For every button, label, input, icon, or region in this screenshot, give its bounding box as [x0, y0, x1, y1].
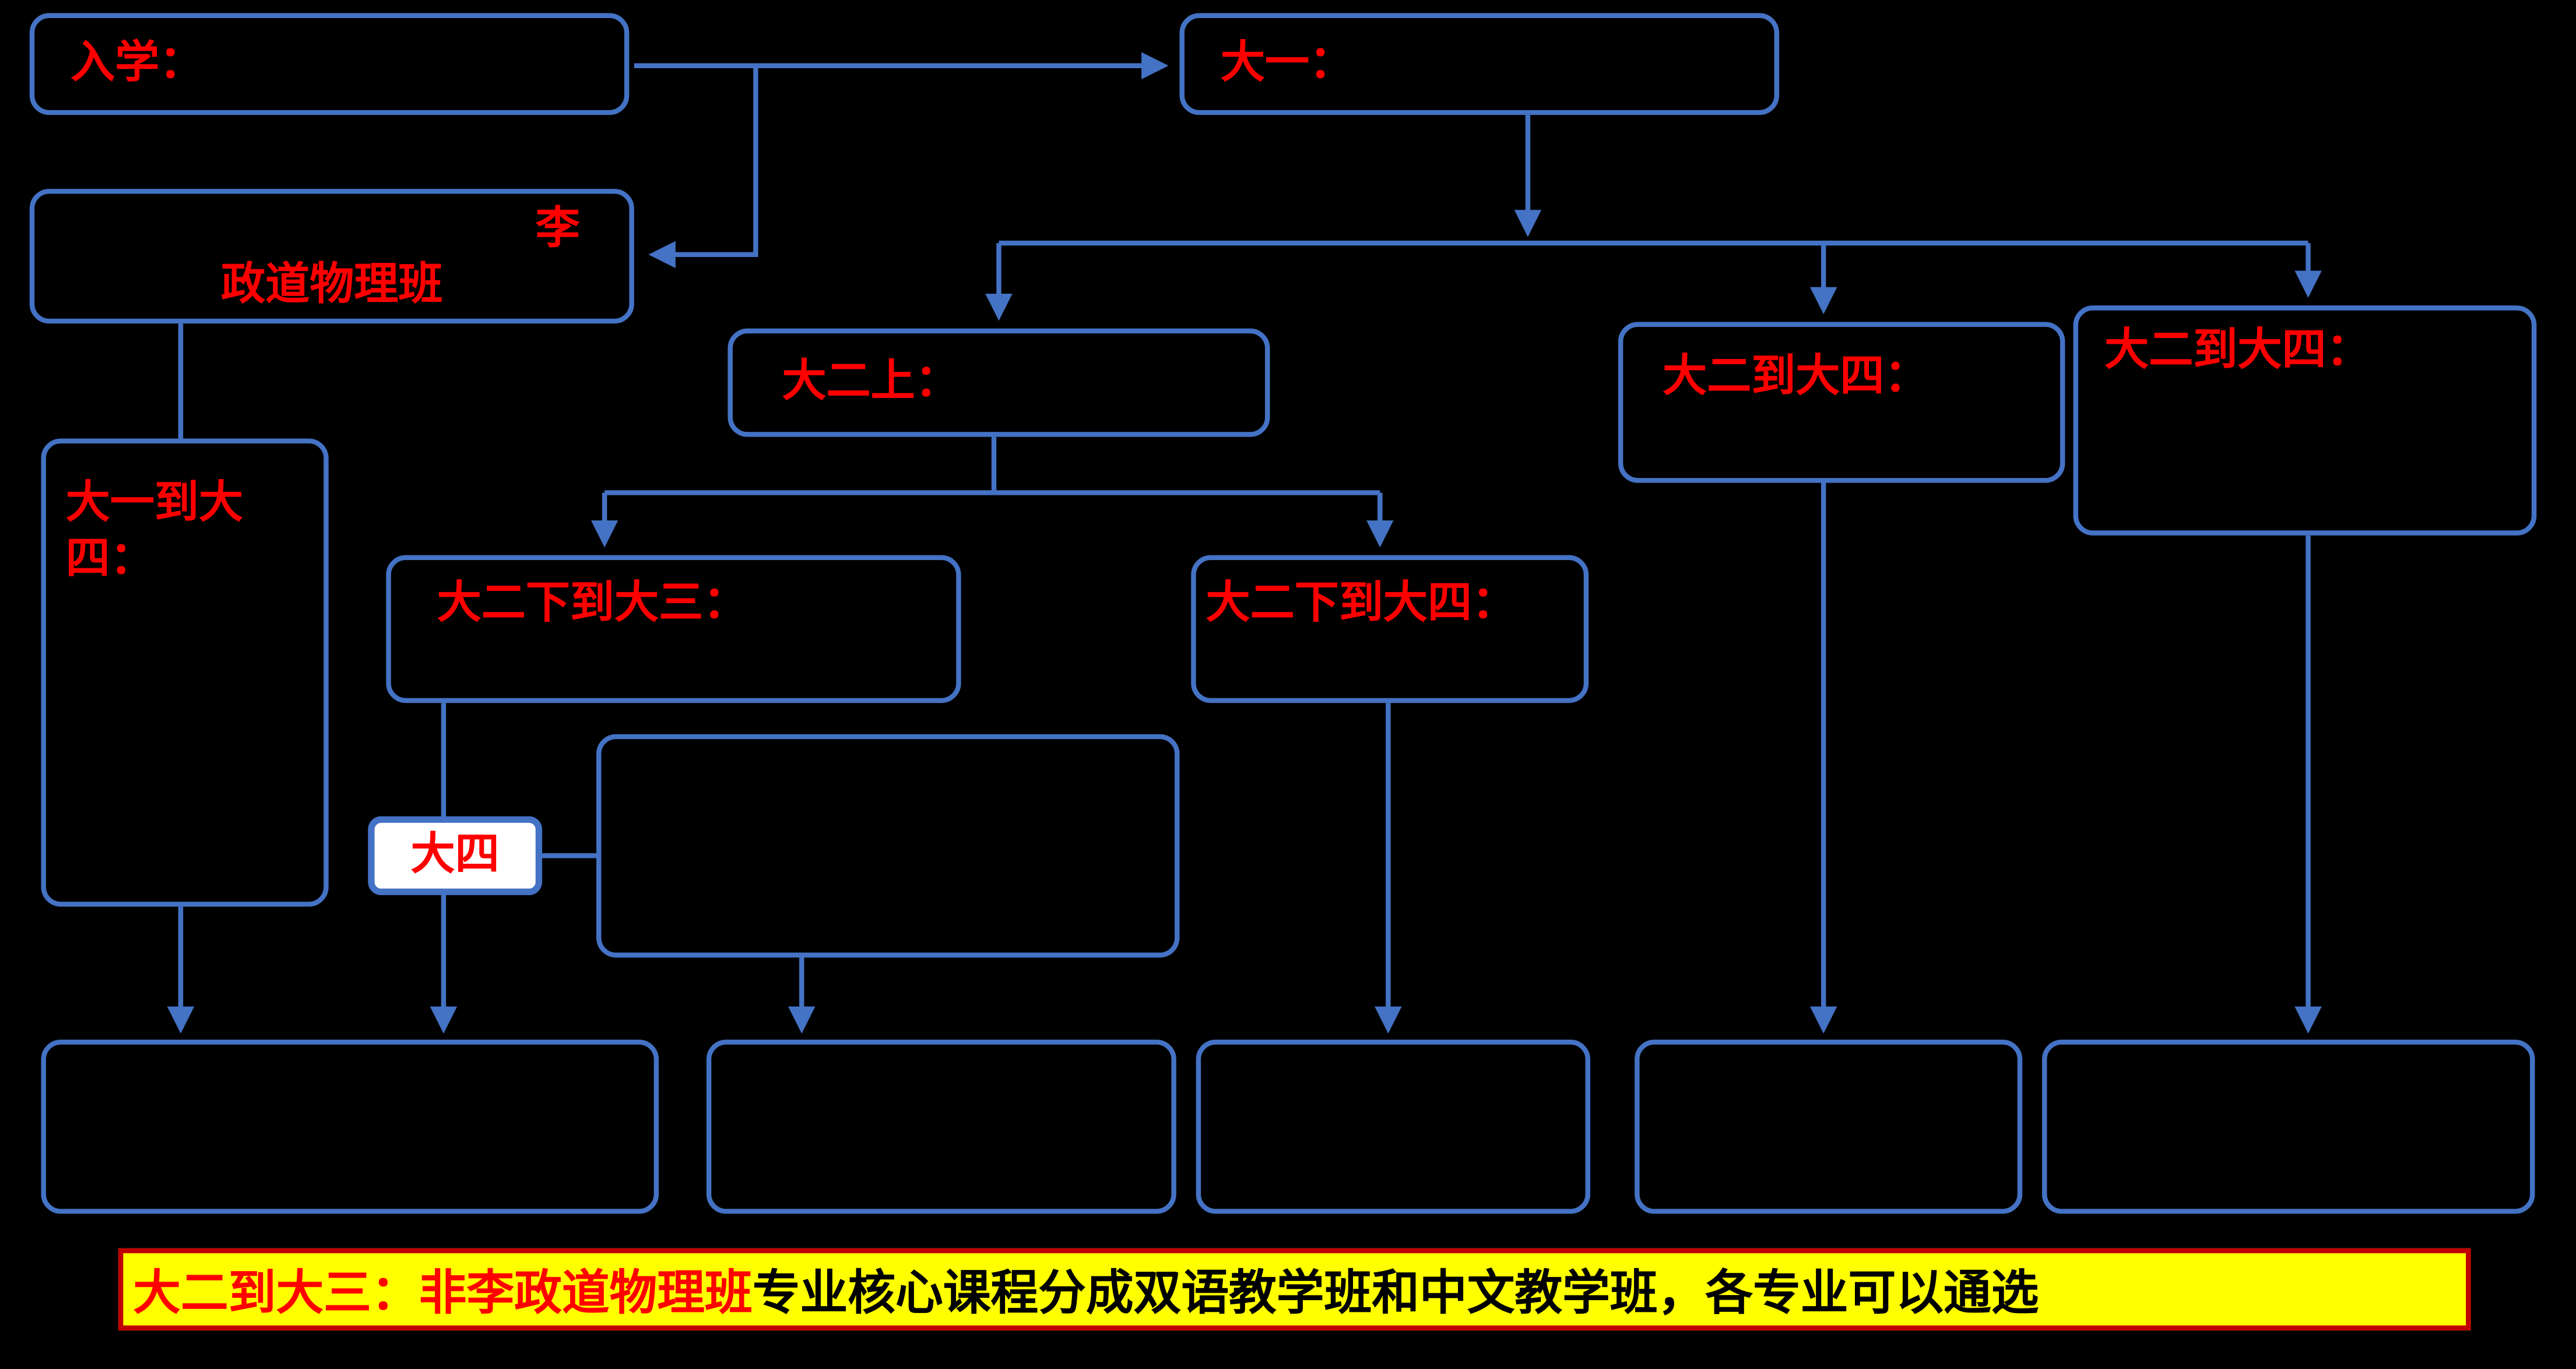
node-li-class-line1: 李	[535, 203, 580, 255]
node-year1: 大一：	[1179, 13, 1780, 115]
node-li-class-line2: 政道物理班	[221, 259, 443, 310]
node-enroll: 入学：	[29, 13, 630, 115]
node-year2-spring-to-4-label: 大二下到大四：	[1206, 578, 1517, 629]
node-year1-to-4: 大一到大四：	[41, 438, 329, 907]
node-year2-to-4-right-label: 大二到大四：	[2104, 325, 2371, 376]
outcome-box-2	[706, 1039, 1176, 1214]
node-enroll-label: 入学：	[71, 38, 204, 89]
outcome-box-5	[2042, 1039, 2535, 1214]
node-year2-to-4-right: 大二到大四：	[2073, 305, 2537, 536]
note-banner: 大二到大三：非李政道物理班专业核心课程分成双语教学班和中文教学班，各专业可以通选	[118, 1248, 2471, 1331]
node-year2-spring-to-3-label: 大二下到大三：	[437, 578, 748, 629]
node-year2-to-4-left: 大二到大四：	[1618, 322, 2065, 483]
node-year2-spring-to-4: 大二下到大四：	[1191, 555, 1589, 703]
connector-branch-to-li-class	[648, 65, 758, 269]
node-li-class: 李 政道物理班	[29, 189, 634, 324]
node-year1-label: 大一：	[1220, 38, 1354, 89]
note-banner-highlight: 大二到大三：非李政道物理班	[133, 1265, 753, 1321]
note-banner-text: 专业核心课程分成双语教学班和中文教学班，各专业可以通选	[752, 1265, 2039, 1321]
node-year2-spring-to-3: 大二下到大三：	[386, 555, 961, 703]
node-mid-empty-box	[596, 734, 1180, 958]
outcome-box-3	[1196, 1039, 1591, 1214]
node-year2-fall: 大二上：	[728, 328, 1270, 437]
node-year4: 大四	[368, 816, 543, 895]
node-year1-to-4-label: 大一到大四：	[65, 478, 244, 585]
node-year2-to-4-left-label: 大二到大四：	[1663, 351, 1929, 403]
outcome-box-1	[41, 1039, 659, 1214]
node-year2-fall-label: 大二上：	[782, 356, 960, 408]
node-year4-label: 大四	[410, 829, 500, 881]
outcome-box-4	[1635, 1039, 2023, 1214]
